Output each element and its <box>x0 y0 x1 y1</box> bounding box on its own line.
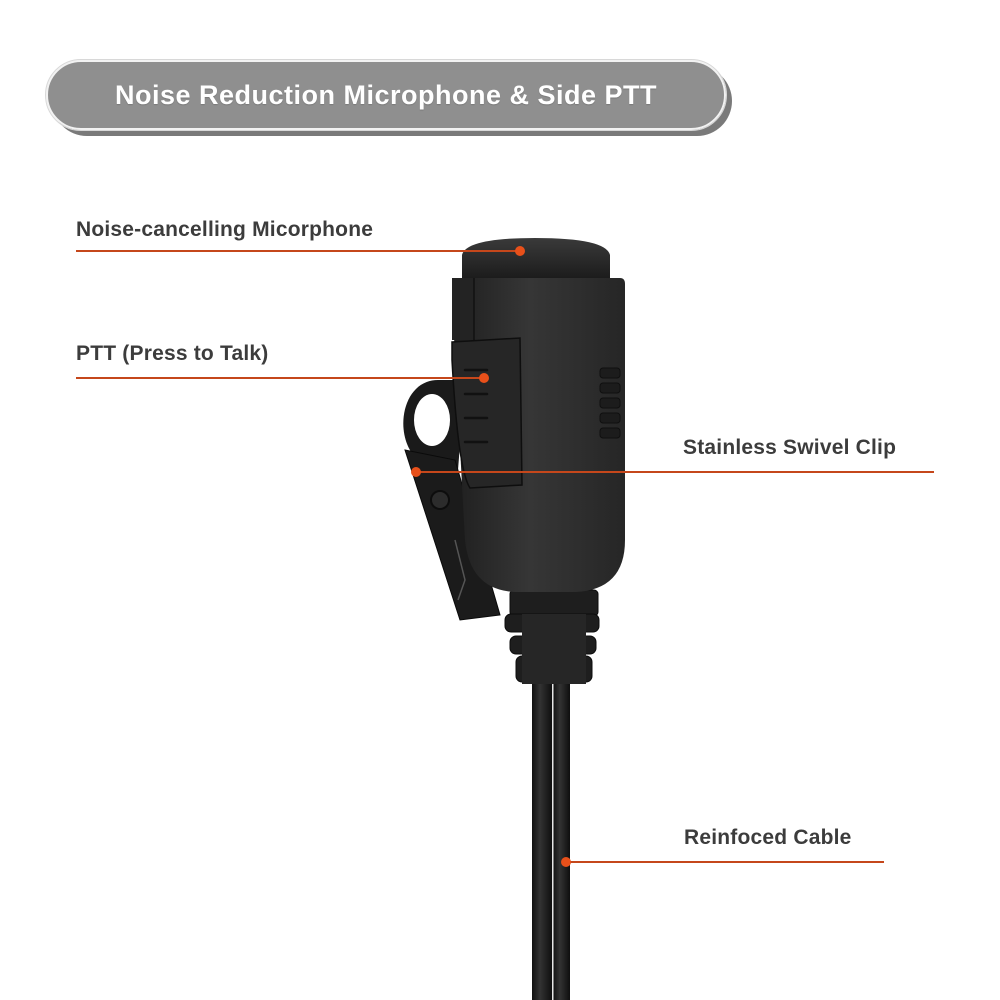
callout-label-clip: Stainless Swivel Clip <box>683 436 897 459</box>
title-banner: Noise Reduction Microphone & Side PTT <box>45 59 727 131</box>
banner-title: Noise Reduction Microphone & Side PTT <box>114 79 658 110</box>
callout-label-cable: Reinfoced Cable <box>684 826 852 849</box>
callout-dot-clip <box>411 467 421 477</box>
leader-line-microphone <box>76 250 520 252</box>
callout-dot-ptt <box>479 373 489 383</box>
strain-relief <box>504 589 600 684</box>
callout-label-ptt: PTT (Press to Talk) <box>76 342 269 365</box>
callout-dot-microphone <box>515 246 525 256</box>
leader-line-cable <box>566 861 884 863</box>
microphone-top <box>462 238 610 278</box>
cable <box>532 670 570 1000</box>
callout-dot-cable <box>561 857 571 867</box>
callout-label-microphone: Noise-cancelling Micorphone <box>76 218 374 241</box>
leader-line-ptt <box>76 377 484 379</box>
swivel-clip <box>403 380 501 621</box>
ptt-button <box>451 337 523 489</box>
leader-line-clip <box>416 471 934 473</box>
